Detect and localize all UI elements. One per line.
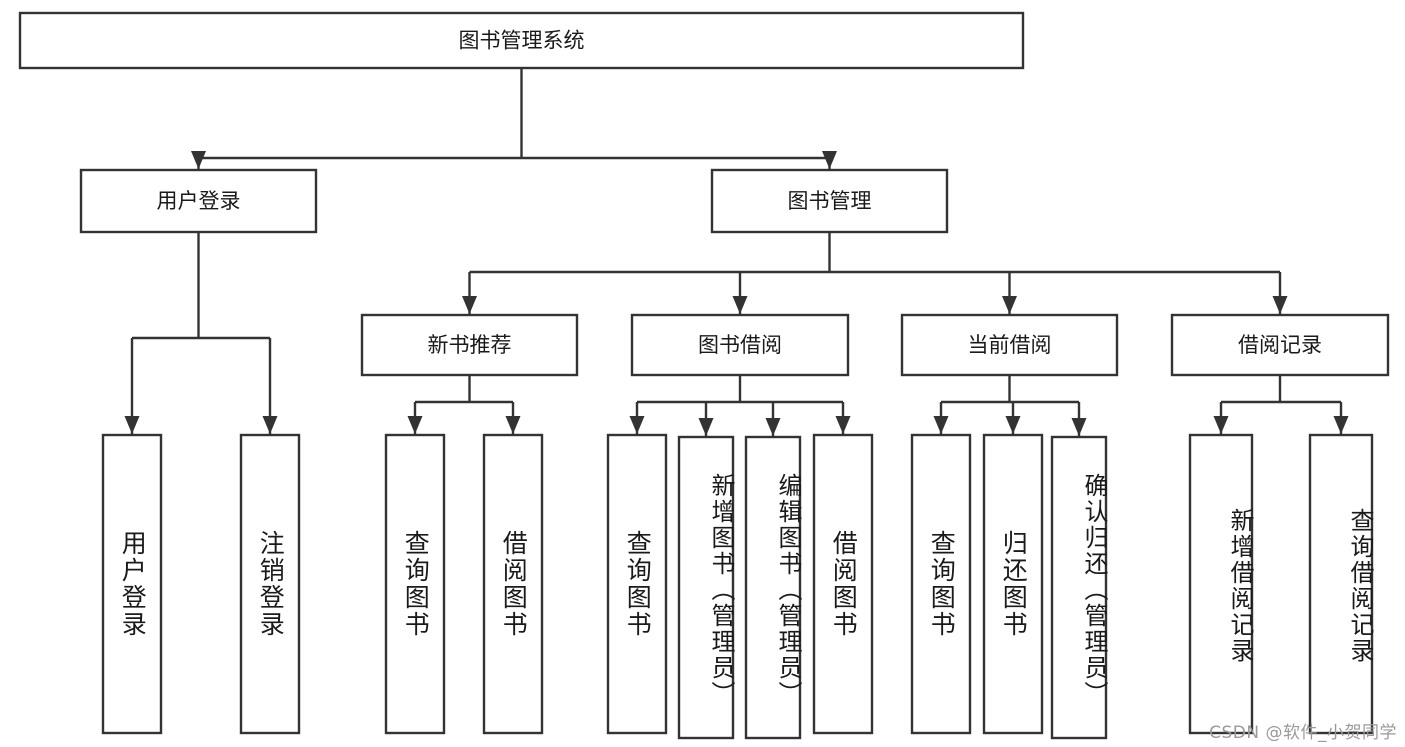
arrow-head-icon xyxy=(1002,296,1017,314)
arrow-head-icon xyxy=(407,416,423,434)
arrow-head-icon xyxy=(629,416,645,434)
node-box-leaf-return-book[interactable] xyxy=(982,433,1044,735)
arrow-head-icon xyxy=(732,296,748,314)
node-box-user-login[interactable] xyxy=(79,168,318,234)
node-box-book-manage[interactable] xyxy=(710,168,949,234)
node-box-root[interactable] xyxy=(18,11,1025,70)
node-label-new-book-rec: 新书推荐 xyxy=(428,333,512,357)
node-box-borrow-record[interactable] xyxy=(1170,313,1390,377)
arrow-head-icon xyxy=(835,416,851,434)
arrow-head-icon xyxy=(933,416,949,434)
node-box-layer xyxy=(18,11,1390,740)
node-box-leaf-borrow-book-2[interactable] xyxy=(812,433,874,735)
node-box-leaf-confirm-return[interactable] xyxy=(1050,435,1108,740)
node-box-leaf-add-book[interactable] xyxy=(677,435,735,740)
node-label-user-login: 用户登录 xyxy=(157,189,241,213)
node-box-current-borrow[interactable] xyxy=(900,313,1119,377)
node-box-leaf-query-book-3[interactable] xyxy=(910,433,972,735)
arrow-head-icon xyxy=(822,151,837,169)
arrow-head-icon xyxy=(191,151,206,169)
node-label-current-borrow: 当前借阅 xyxy=(968,333,1052,357)
node-box-new-book-rec[interactable] xyxy=(360,313,579,377)
node-box-leaf-borrow-book-1[interactable] xyxy=(482,433,544,735)
arrow-head-icon xyxy=(1071,418,1087,436)
node-box-leaf-user-login[interactable] xyxy=(101,433,163,735)
arrow-head-icon xyxy=(262,416,278,434)
arrow-head-icon xyxy=(462,296,477,314)
arrow-head-icon xyxy=(124,416,140,434)
arrow-head-icon xyxy=(505,416,521,434)
arrow-head-icon xyxy=(765,418,781,436)
node-box-book-borrow[interactable] xyxy=(630,313,850,377)
node-box-leaf-query-record[interactable] xyxy=(1308,433,1374,735)
arrow-head-icon xyxy=(698,418,714,436)
node-box-leaf-query-book-1[interactable] xyxy=(384,433,446,735)
node-box-leaf-query-book-2[interactable] xyxy=(606,433,668,735)
arrow-head-icon xyxy=(1005,416,1021,434)
arrow-head-icon xyxy=(1272,296,1288,314)
node-box-leaf-logout[interactable] xyxy=(239,433,301,735)
watermark-text: CSDN @软件_小贺同学 xyxy=(1209,723,1397,743)
arrow-head-icon xyxy=(1333,416,1349,434)
connector-layer xyxy=(124,68,1349,436)
node-label-borrow-record: 借阅记录 xyxy=(1238,333,1322,357)
node-box-leaf-edit-book[interactable] xyxy=(744,435,802,740)
node-label-book-manage: 图书管理 xyxy=(788,189,872,213)
node-label-root: 图书管理系统 xyxy=(459,29,585,53)
arrow-head-icon xyxy=(1213,416,1229,434)
node-box-leaf-add-record[interactable] xyxy=(1188,433,1254,735)
node-label-book-borrow: 图书借阅 xyxy=(698,333,782,357)
